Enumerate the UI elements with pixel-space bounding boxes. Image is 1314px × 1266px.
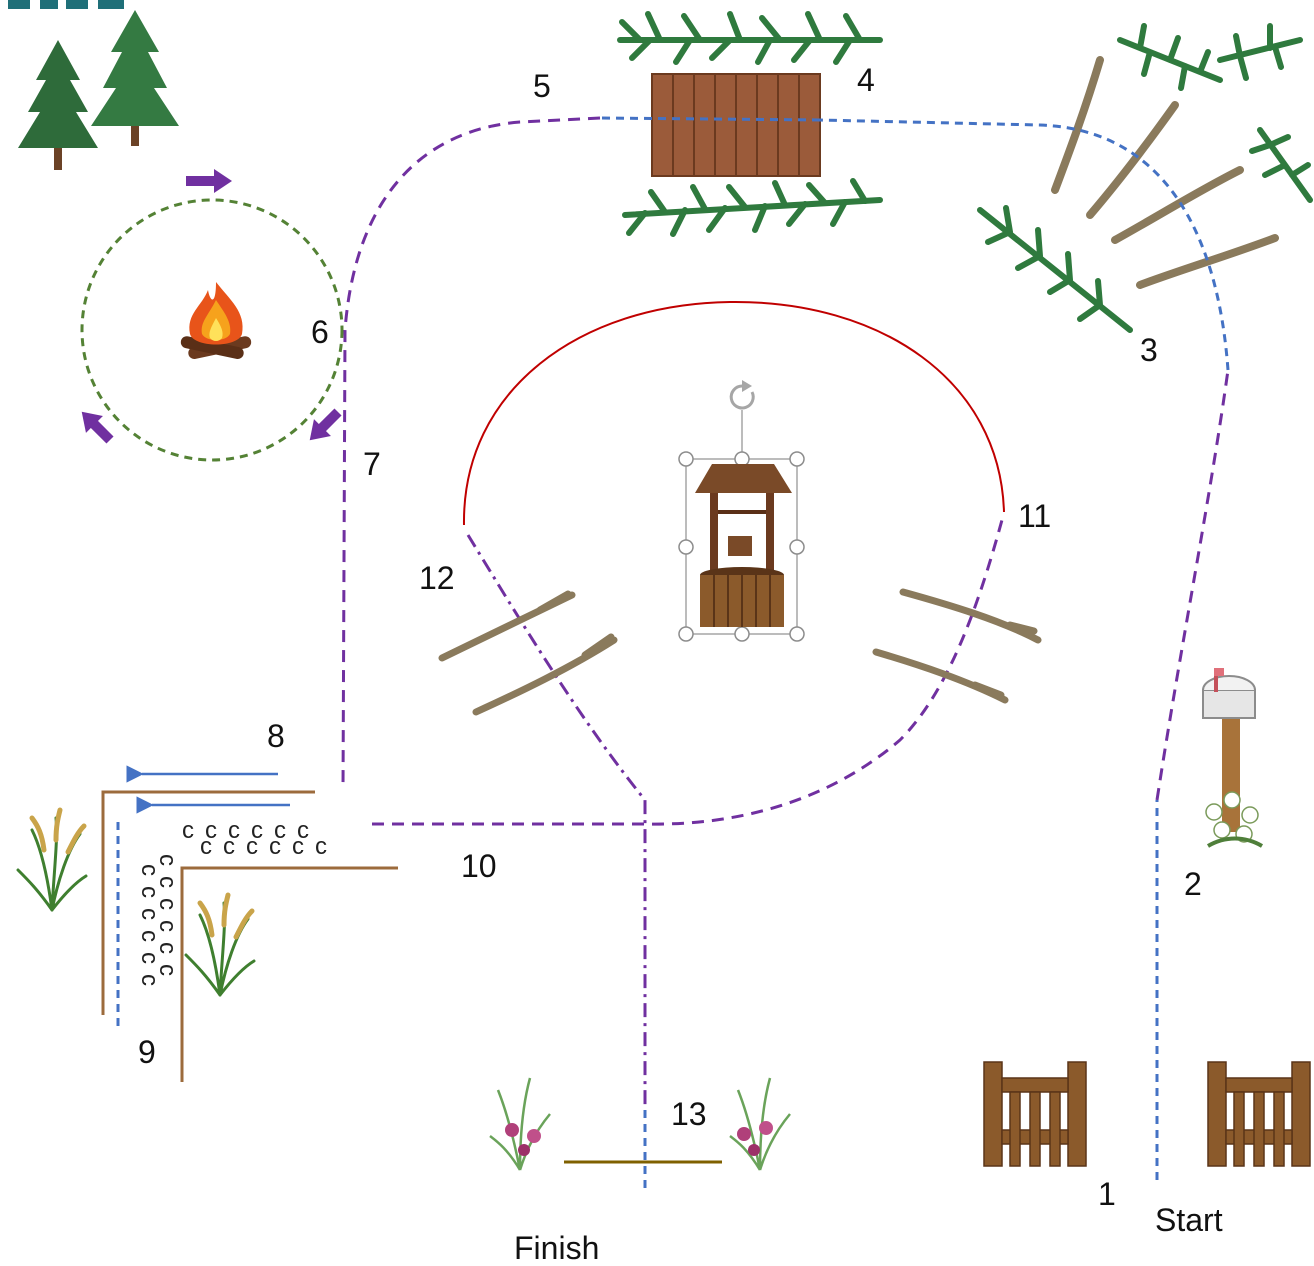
hoof-mark: c <box>154 942 181 954</box>
station-label-6: 6 <box>311 314 329 350</box>
circle-direction-arrows <box>81 169 342 444</box>
station-label-3: 3 <box>1140 332 1158 368</box>
station-label-11: 11 <box>1018 498 1052 534</box>
hoof-mark: c <box>251 817 263 844</box>
rotate-handle-icon <box>729 380 755 410</box>
arrow-up-left-icon <box>81 411 114 444</box>
station-label-9: 9 <box>138 1034 156 1070</box>
hoof-mark: c <box>205 817 217 844</box>
hoof-mark: c <box>136 864 163 876</box>
station-label-12: 12 <box>419 560 455 596</box>
hoof-mark: c <box>154 876 181 888</box>
hoof-mark: c <box>182 817 194 844</box>
campfire-icon <box>180 282 252 360</box>
path-segment-10-11 <box>372 519 1004 826</box>
path-segment-2-3 <box>1155 369 1230 801</box>
hoof-mark: c <box>136 886 163 898</box>
pine-trees-icon <box>18 10 179 170</box>
start-label: Start <box>1155 1202 1223 1238</box>
pine-branches-icon <box>617 11 883 237</box>
hoof-mark: c <box>154 920 181 932</box>
hoof-mark: c <box>154 964 181 976</box>
station-label-13: 13 <box>671 1096 707 1132</box>
chute <box>101 790 398 1082</box>
hoof-mark: c <box>274 817 286 844</box>
station-label-4: 4 <box>857 62 875 98</box>
hoof-mark: c <box>297 817 309 844</box>
hoof-mark: c <box>269 833 281 860</box>
flowers-icon <box>489 1077 791 1171</box>
station-label-10: 10 <box>461 848 497 884</box>
hoof-mark: c <box>154 898 181 910</box>
hoof-mark: c <box>154 854 181 866</box>
campfire-circle-path <box>80 198 344 462</box>
hoof-mark: c <box>136 974 163 986</box>
station-label-5: 5 <box>533 68 551 104</box>
hoof-mark: c <box>246 833 258 860</box>
fallen-logs-icon <box>1051 56 1279 289</box>
station-label-1: 1 <box>1098 1176 1116 1212</box>
corner-decoration <box>8 0 124 9</box>
wooden-gate-icon <box>1207 1061 1311 1167</box>
station-label-2: 2 <box>1184 866 1202 902</box>
finish-label: Finish <box>514 1230 600 1266</box>
mailbox-icon <box>1202 668 1264 848</box>
arrow-down-left-icon <box>309 408 342 441</box>
fallen-logs-icon <box>438 588 1042 716</box>
hoof-mark: c <box>136 930 163 942</box>
wishing-well-icon <box>678 380 805 642</box>
hoof-mark: c <box>228 817 240 844</box>
hoof-mark: c <box>223 833 235 860</box>
path-segment-3-4 <box>819 118 1230 371</box>
hoof-mark: c <box>136 908 163 920</box>
pine-branches-icon <box>977 23 1313 333</box>
hoof-mark: c <box>136 952 163 964</box>
hoof-mark: c <box>292 833 304 860</box>
wooden-gate-icon <box>983 1061 1087 1167</box>
tall-grass-icon <box>16 807 256 997</box>
hoof-mark: c <box>200 833 212 860</box>
arc-path-11-12 <box>462 300 1005 526</box>
station-label-7: 7 <box>363 446 381 482</box>
wooden-bridge-icon <box>651 73 821 177</box>
path-segment-5-7 <box>341 116 601 791</box>
path-bridge-segment <box>599 116 821 122</box>
station-label-8: 8 <box>267 718 285 754</box>
path-segment-12-13 <box>466 534 647 1110</box>
arrow-right-icon <box>186 169 232 193</box>
hoof-mark: c <box>315 833 327 860</box>
